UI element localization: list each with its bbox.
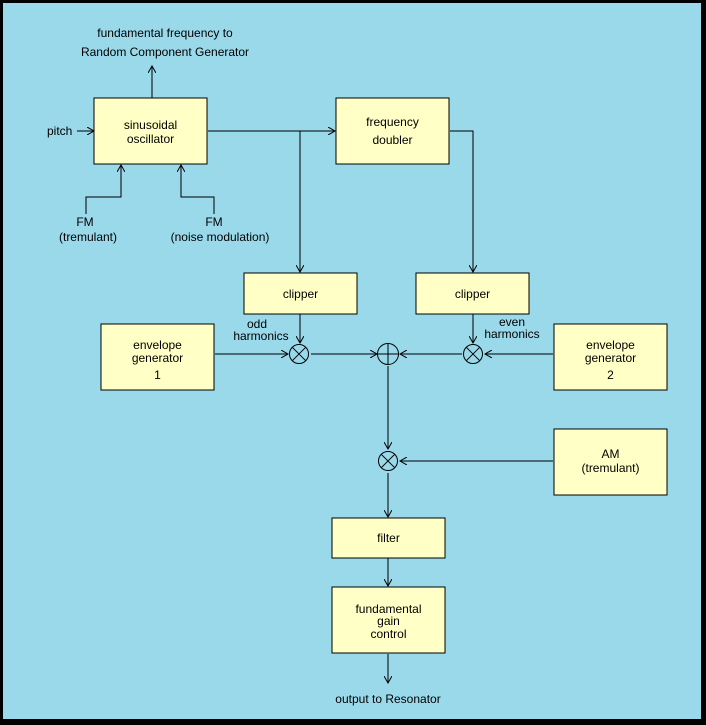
oscillator-block: sinusoidal oscillator bbox=[93, 97, 208, 165]
env1-label-2: generator bbox=[132, 351, 183, 365]
clipper-odd-box bbox=[243, 272, 358, 315]
env1-label-1: envelope bbox=[133, 338, 182, 352]
pitch-label: pitch bbox=[47, 124, 72, 138]
env1-label-3: 1 bbox=[154, 368, 161, 382]
doubler-label-1: frequency bbox=[366, 115, 419, 129]
filter-label: filter bbox=[377, 531, 400, 545]
doubler-label-2: doubler bbox=[372, 133, 412, 147]
clipper-even-label: clipper bbox=[455, 287, 490, 301]
fm-tremulant-label-1: FM bbox=[76, 215, 93, 229]
multiplier-even-icon bbox=[463, 344, 483, 364]
oscillator-label-2: oscillator bbox=[127, 132, 174, 146]
multiplier-am-icon bbox=[378, 451, 398, 471]
gain-control-block: fundamental gain control bbox=[331, 586, 446, 654]
envelope-generator-1-block: envelope generator 1 bbox=[100, 323, 215, 391]
fm-noise-label-1: FM bbox=[205, 215, 222, 229]
am-label-2: (tremulant) bbox=[581, 461, 639, 475]
clipper-even-block: clipper bbox=[415, 272, 530, 315]
even-harmonics-label-2: harmonics bbox=[484, 327, 539, 341]
connections bbox=[77, 66, 553, 683]
gain-label-1: fundamental bbox=[355, 602, 421, 616]
am-box bbox=[553, 428, 668, 496]
am-label-1: AM bbox=[602, 447, 620, 461]
filter-box bbox=[331, 517, 446, 559]
fm-tremulant-label-2: (tremulant) bbox=[59, 230, 117, 244]
doubler-box bbox=[335, 97, 450, 165]
gain-label-3: control bbox=[370, 627, 406, 641]
wire-fm-tremulant-to-osc bbox=[85, 165, 121, 214]
gain-box bbox=[331, 586, 446, 654]
clipper-even-box bbox=[415, 272, 530, 315]
fundamental-out-label-1: fundamental frequency to bbox=[97, 26, 233, 40]
filter-block: filter bbox=[331, 517, 446, 559]
odd-harmonics-label-2: harmonics bbox=[233, 329, 288, 343]
env1-box bbox=[100, 323, 215, 391]
env2-label-2: generator bbox=[585, 351, 636, 365]
oscillator-box bbox=[93, 97, 208, 165]
clipper-odd-block: clipper bbox=[243, 272, 358, 315]
gain-label-2: gain bbox=[377, 614, 400, 628]
output-label: output to Resonator bbox=[335, 692, 440, 706]
wire-doubler-to-clipper-even bbox=[450, 130, 473, 272]
env2-label-3: 2 bbox=[607, 368, 614, 382]
clipper-odd-label: clipper bbox=[283, 287, 318, 301]
doubler-block: frequency doubler bbox=[335, 97, 450, 165]
am-tremulant-block: AM (tremulant) bbox=[553, 428, 668, 496]
wire-fm-noise-to-osc bbox=[181, 165, 215, 214]
multiplier-odd-icon bbox=[289, 344, 309, 364]
env2-box bbox=[553, 323, 668, 391]
fundamental-out-label-2: Random Component Generator bbox=[81, 45, 249, 59]
even-harmonics-label-1: even bbox=[499, 315, 525, 329]
odd-harmonics-label-1: odd bbox=[247, 317, 267, 331]
fm-noise-label-2: (noise modulation) bbox=[171, 230, 270, 244]
summer-icon bbox=[377, 343, 399, 365]
env2-label-1: envelope bbox=[586, 338, 635, 352]
oscillator-label-1: sinusoidal bbox=[124, 118, 177, 132]
envelope-generator-2-block: envelope generator 2 bbox=[553, 323, 668, 391]
